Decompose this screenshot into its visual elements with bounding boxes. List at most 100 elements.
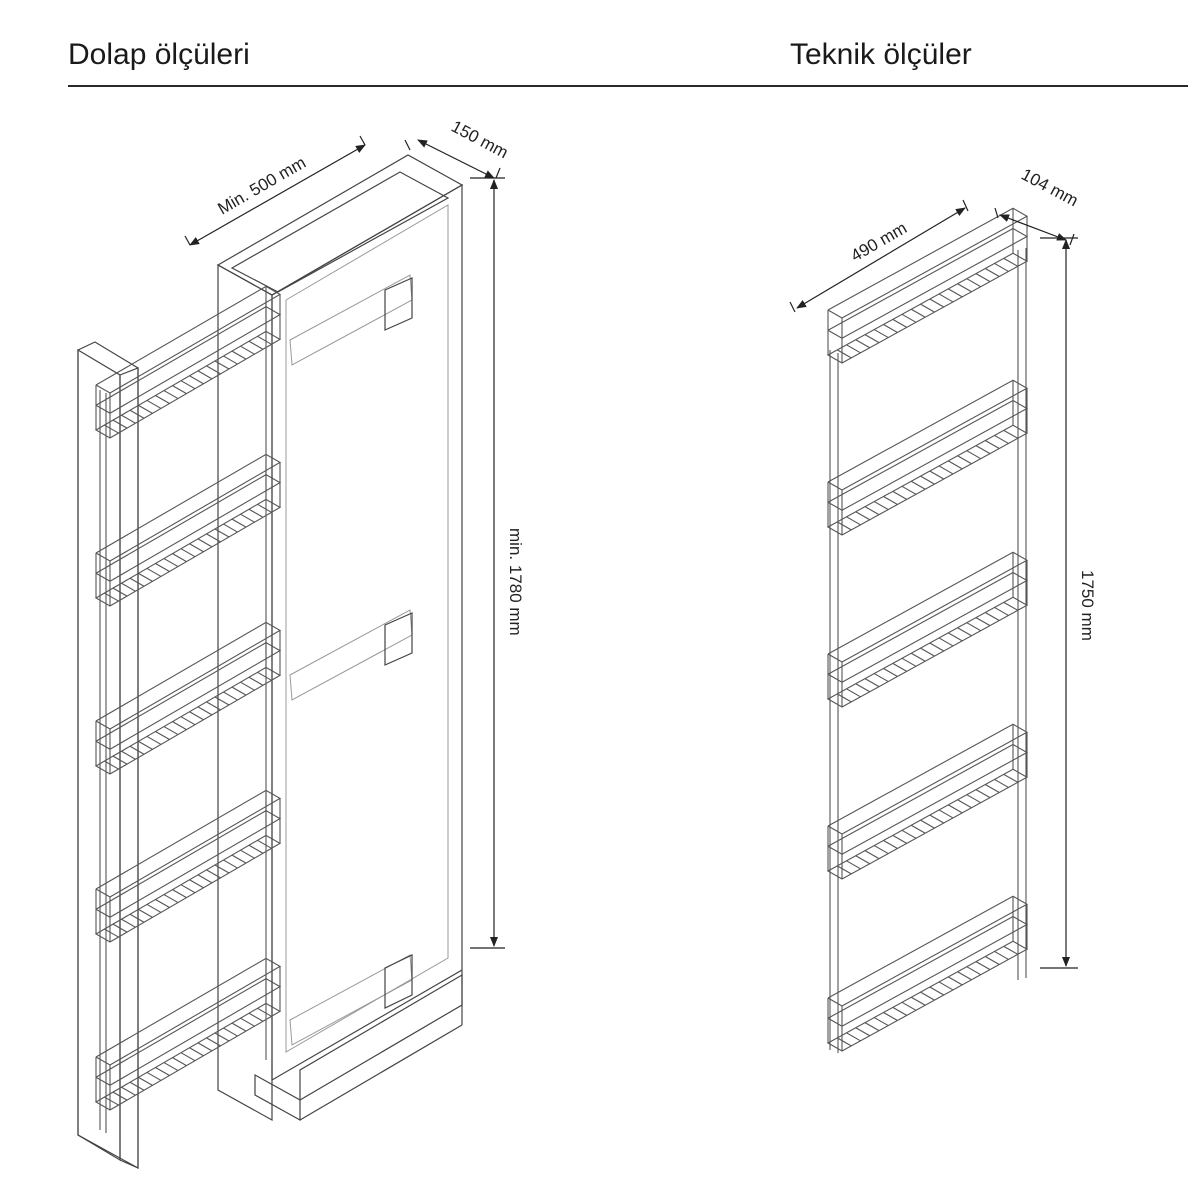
basket-slat (984, 612, 1000, 621)
basket-slat (206, 1037, 221, 1047)
basket-slat (231, 518, 247, 528)
basket-slat (206, 869, 221, 879)
basket-slat (975, 961, 991, 971)
basket-slat (155, 395, 170, 404)
basket-slat (938, 637, 954, 647)
basket-slat (929, 642, 945, 652)
basket-slat (892, 834, 908, 844)
header-divider (68, 85, 1188, 87)
basket-slat (155, 563, 170, 572)
basket-slat (104, 424, 119, 434)
basket-slat (855, 1027, 871, 1037)
basket-slat (910, 480, 926, 490)
basket-slat (146, 903, 162, 913)
basket-1 (826, 207, 1029, 364)
basket-slat (994, 262, 1009, 272)
basket-slat (873, 1017, 889, 1027)
basket-slat (197, 874, 213, 884)
basket-slat (938, 293, 954, 303)
basket-slat (163, 1062, 179, 1072)
basket-slat (180, 1052, 196, 1062)
unit-dimension-lines (789, 199, 1078, 969)
cabinet-height-label: min. 1780 mm (506, 528, 525, 636)
basket-slat (104, 928, 119, 938)
basket-slat (910, 652, 926, 662)
basket-slat (129, 409, 145, 419)
basket-slat (846, 688, 861, 698)
basket-slat (104, 1096, 119, 1106)
basket-slat (257, 839, 272, 849)
basket-3 (94, 621, 282, 775)
basket-slat (172, 553, 187, 563)
basket-slat (846, 1032, 861, 1042)
basket-slat (929, 298, 945, 308)
basket-slat (1003, 945, 1019, 955)
basket-slat (257, 503, 272, 513)
cabinet-dimensions-title: Dolap ölçüleri (68, 38, 250, 71)
basket-slat (223, 691, 238, 701)
basket-slat (864, 850, 880, 860)
basket-slat (206, 701, 221, 711)
basket-slat (975, 789, 991, 799)
basket-slat (129, 1081, 145, 1091)
basket-slat (855, 511, 871, 521)
basket-3 (826, 551, 1029, 708)
basket-slat (938, 981, 954, 991)
basket-slat (138, 740, 153, 750)
basket-rail (827, 571, 1029, 683)
basket-slat (104, 760, 119, 770)
basket-slat (957, 627, 972, 637)
basket-4 (826, 723, 1029, 880)
basket-slat (975, 273, 991, 283)
basket-slat (836, 349, 852, 359)
basket-slat (892, 662, 908, 672)
unit-depth-label: 490 mm (848, 218, 911, 265)
basket-slat (966, 622, 982, 632)
basket-slat (214, 1032, 230, 1042)
technical-dimensions-title: Teknik ölçüler (790, 38, 972, 71)
basket-slat (112, 923, 128, 933)
basket-slat (172, 385, 187, 395)
basket-slat (984, 268, 1000, 277)
basket-slat (855, 683, 871, 693)
basket-slat (112, 755, 128, 765)
basket-slat (231, 350, 247, 360)
basket-slat (901, 1001, 917, 1011)
basket-slat (248, 508, 264, 518)
basket-rail (827, 399, 1029, 511)
basket-slat (231, 854, 247, 864)
basket-slat (240, 345, 255, 355)
basket-slat (146, 735, 162, 745)
basket-slat (197, 538, 213, 548)
basket-slat (864, 506, 880, 516)
cabinet-dimension-lines (184, 135, 505, 949)
basket-slat (901, 313, 917, 323)
basket-slat (163, 390, 179, 400)
basket-slat (929, 814, 945, 824)
basket-slat (947, 288, 963, 298)
basket-slat (994, 434, 1009, 444)
pullout-front-panel (77, 341, 139, 1170)
basket-slat (920, 647, 935, 657)
basket-slat (121, 414, 136, 424)
basket-slat (920, 991, 935, 1001)
basket-slat (248, 340, 264, 350)
basket-slat (901, 657, 917, 667)
basket-slat (121, 1086, 136, 1096)
basket-slat (994, 950, 1009, 960)
basket-slat (206, 365, 221, 375)
basket-slat (947, 632, 963, 642)
basket-slat (214, 696, 230, 706)
basket-slat (223, 523, 238, 533)
basket-slat (180, 716, 196, 726)
basket-rail (95, 978, 282, 1086)
basket-rail (95, 474, 282, 582)
basket-slat (180, 884, 196, 894)
basket-slat (920, 819, 935, 829)
basket-slat (910, 824, 926, 834)
basket-slat (138, 908, 153, 918)
cabinet-drawing: Min. 500 mm 150 mm min. 1780 mm (77, 117, 525, 1170)
basket-slat (231, 686, 247, 696)
basket-slat (172, 1057, 187, 1067)
basket-slat (883, 839, 898, 849)
